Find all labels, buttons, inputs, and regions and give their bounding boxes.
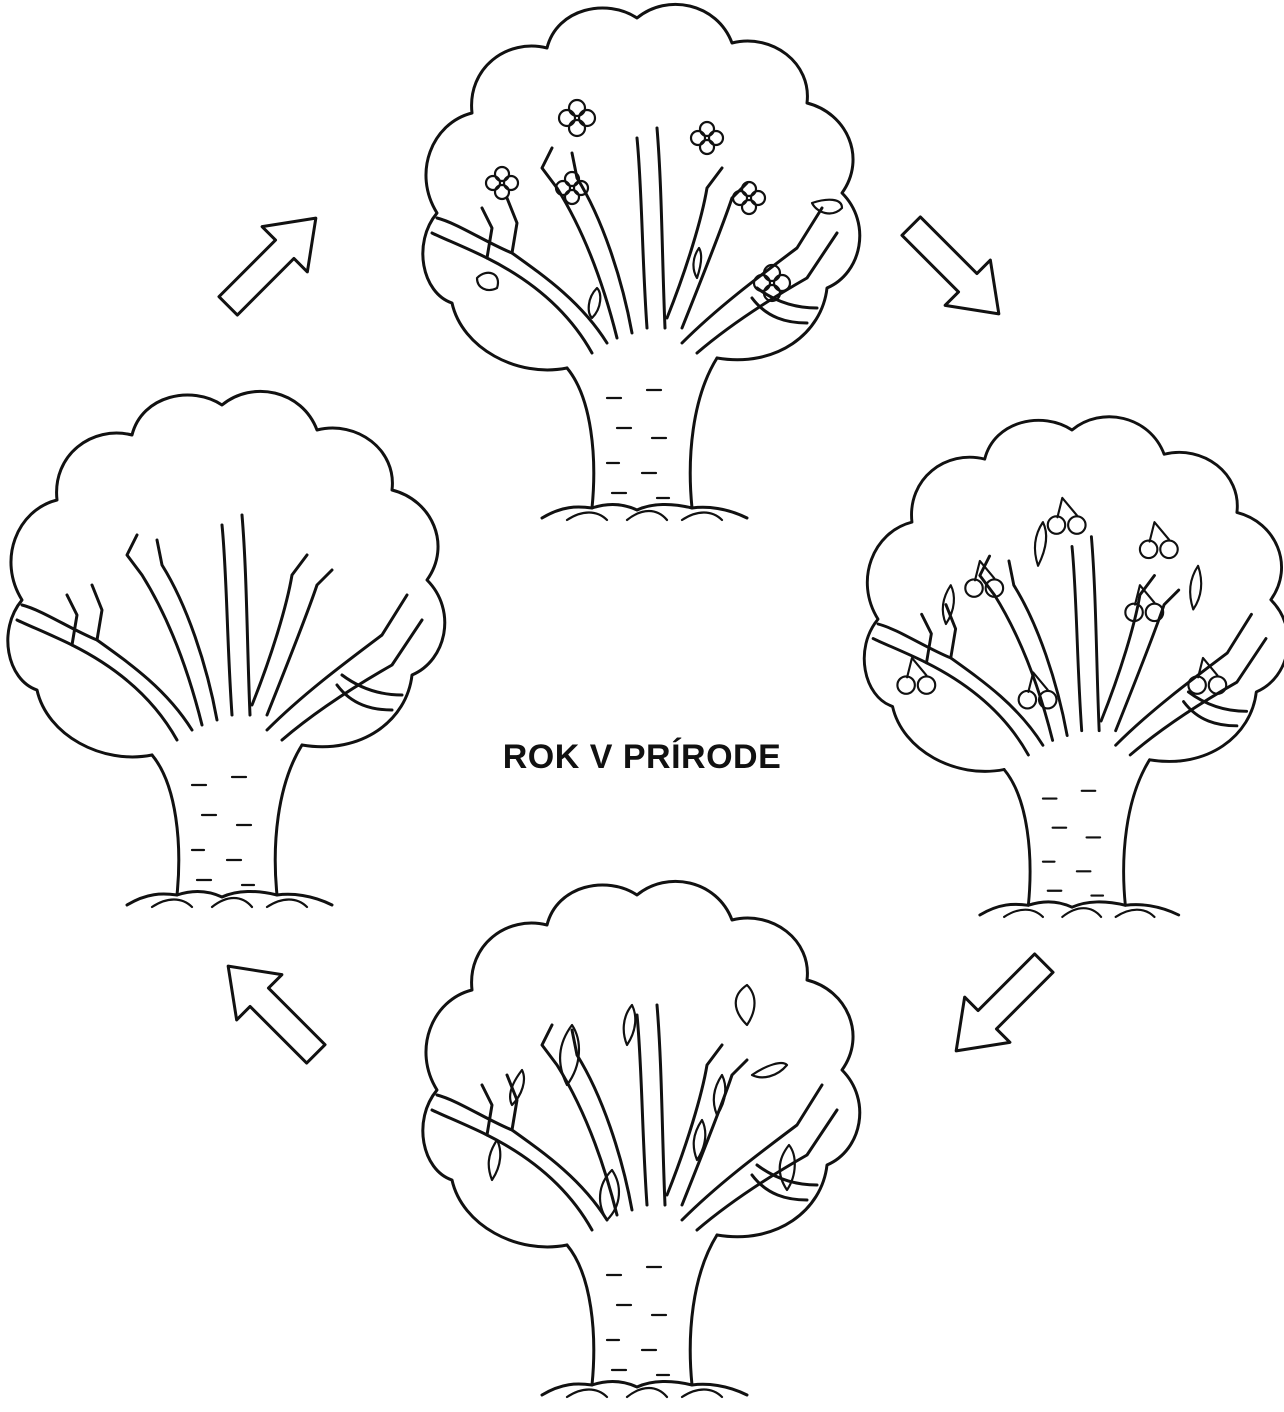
arrow-autumn-to-winter (206, 944, 339, 1077)
cherry-decorations (897, 498, 1226, 708)
arrow-winter-to-spring (206, 196, 339, 329)
page-title: ROK V PRÍRODE (0, 738, 1284, 777)
tree-spring (423, 4, 860, 520)
tree-autumn (423, 881, 860, 1397)
arrow-summer-to-autumn (934, 941, 1067, 1074)
tree-winter (8, 391, 445, 907)
arrow-spring-to-summer (889, 204, 1022, 337)
tree-summer (864, 417, 1284, 917)
